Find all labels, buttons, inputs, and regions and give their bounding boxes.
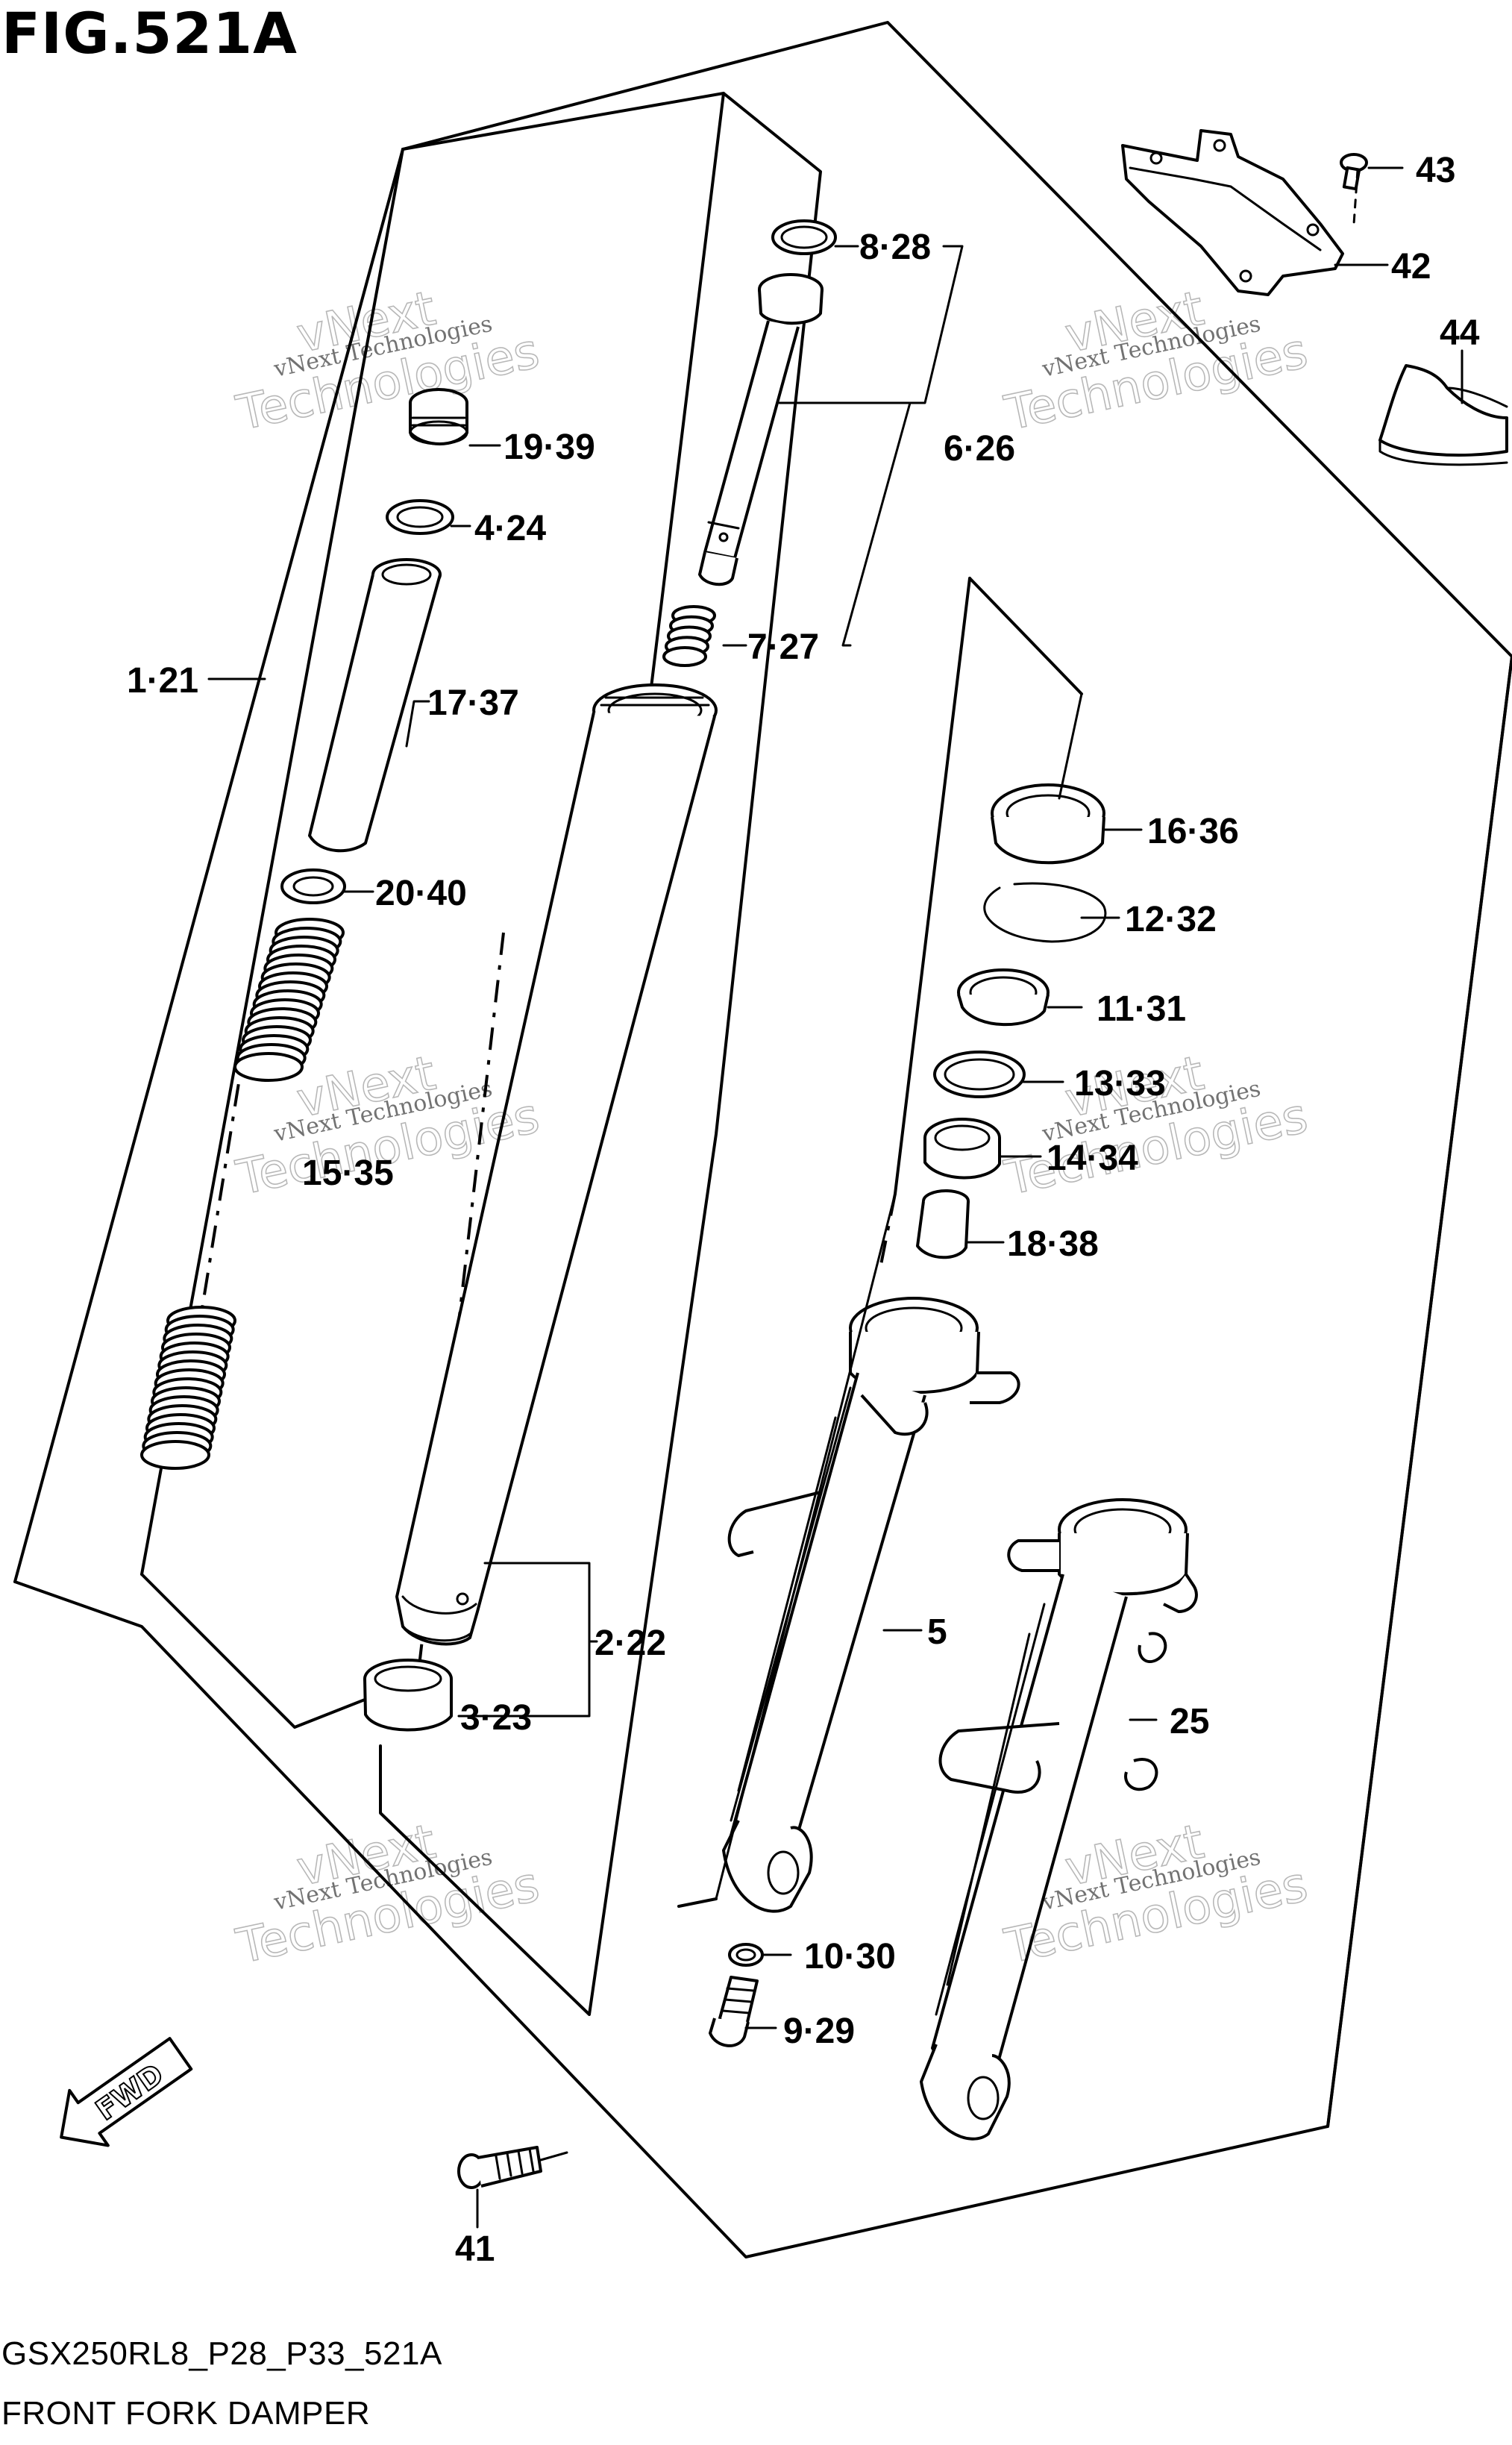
leader-lines (207, 166, 1464, 2229)
callout-3-23: 3·23 (460, 1698, 532, 1738)
callout-6-26: 6·26 (944, 429, 1015, 469)
part-10-gasket (728, 1943, 764, 1967)
callout-5: 5 (927, 1612, 947, 1652)
part-16-oil-seal (991, 783, 1105, 865)
part-20-washer (280, 868, 346, 904)
callout-14-34: 14·34 (1047, 1139, 1138, 1178)
callout-10-30: 10·30 (804, 1937, 896, 1976)
part-13-washer-inner (944, 1058, 1015, 1091)
part-43-screw (1340, 153, 1368, 225)
watermark-4: vNext Technologies vNext Technologies (1000, 1045, 1313, 1207)
figure-title: FIG.521A (1, 0, 298, 66)
callout-9-29: 9·29 (783, 2012, 855, 2051)
callout-25: 25 (1170, 1702, 1209, 1741)
callout-43: 43 (1416, 151, 1455, 190)
callout-19-39: 19·39 (504, 428, 595, 467)
part-10-gasket-inner (735, 1948, 756, 1962)
part-4-o-ring-inner (396, 506, 444, 528)
callout-12-32: 12·32 (1125, 900, 1217, 939)
part-5-outer-tube (722, 1297, 1020, 1913)
part-17-spacer (308, 558, 442, 853)
part-6-damper-rod (698, 273, 824, 586)
callout-4-24: 4·24 (474, 509, 546, 548)
outer-tube-assembly-outline-right (1326, 655, 1512, 2128)
spring-coil (140, 1440, 210, 1470)
callout-17-37: 17·37 (427, 683, 519, 723)
callout-2-22: 2·22 (595, 1624, 666, 1663)
outer-assembly-outline (401, 21, 1512, 658)
callout-labels: 43 42 44 8·28 6·26 7·27 19·39 4·24 1·21 … (127, 151, 1480, 2269)
part-4-o-ring (386, 499, 454, 535)
part-15-spring-upper (233, 918, 345, 1082)
callout-7-27: 7·27 (747, 627, 819, 667)
section-name: FRONT FORK DAMPER (1, 2395, 371, 2432)
callout-41: 41 (455, 2229, 495, 2269)
callout-8-28: 8·28 (859, 228, 931, 267)
part-7-rebound-spring (662, 605, 716, 667)
part-2-inner-tube (395, 683, 718, 1646)
inner-tube-assembly-outline (379, 92, 822, 2016)
spring-coil (233, 1052, 304, 1082)
part-12-stopper-ring (983, 882, 1107, 943)
callout-44: 44 (1440, 313, 1480, 353)
callout-15-35: 15·35 (302, 1153, 394, 1193)
callout-42: 42 (1391, 247, 1431, 287)
callout-20-40: 20·40 (375, 874, 467, 913)
callout-1-21: 1·21 (127, 661, 198, 701)
outer-tube-assembly-outline-bottom (677, 1897, 718, 1908)
outer-tube-assembly-outline (968, 577, 1083, 695)
part-18-oil-lock-piece (916, 1189, 970, 1259)
part-14-guide-bushing (923, 1118, 1001, 1180)
part-8-ring-inner (780, 225, 828, 249)
callout-16-36: 16·36 (1147, 812, 1239, 851)
part-42-bracket (1121, 129, 1344, 296)
outer-tube-assembly-outline-left (894, 577, 971, 1195)
part-20-washer-inner (292, 876, 334, 897)
part-11-retainer (957, 968, 1050, 1027)
part-44-cover (1378, 364, 1508, 466)
callout-18-38: 18·38 (1007, 1224, 1099, 1264)
part-19-cap-bolt (409, 388, 468, 445)
outer-assembly-outline-lower (13, 655, 1512, 2258)
watermark-5: vNext Technologies vNext Technologies (231, 1814, 545, 1976)
part-25-outer-tube (920, 1498, 1198, 2141)
part-9-damper-bolt (709, 1976, 759, 2047)
callout-11-31: 11·31 (1097, 989, 1186, 1029)
fwd-direction-arrow: FWD (60, 2037, 193, 2147)
part-3-slide-bushing (363, 1659, 453, 1732)
outer-assembly-outline-left (13, 148, 404, 1583)
callout-13-33: 13·33 (1074, 1064, 1166, 1103)
part-15-spring-lower (140, 1306, 236, 1470)
spring-coil (662, 646, 707, 667)
watermark-1: vNext Technologies vNext Technologies (231, 281, 545, 442)
part-41-bolt (457, 2146, 568, 2189)
model-code: GSX250RL8_P28_P33_521A (1, 2335, 442, 2372)
